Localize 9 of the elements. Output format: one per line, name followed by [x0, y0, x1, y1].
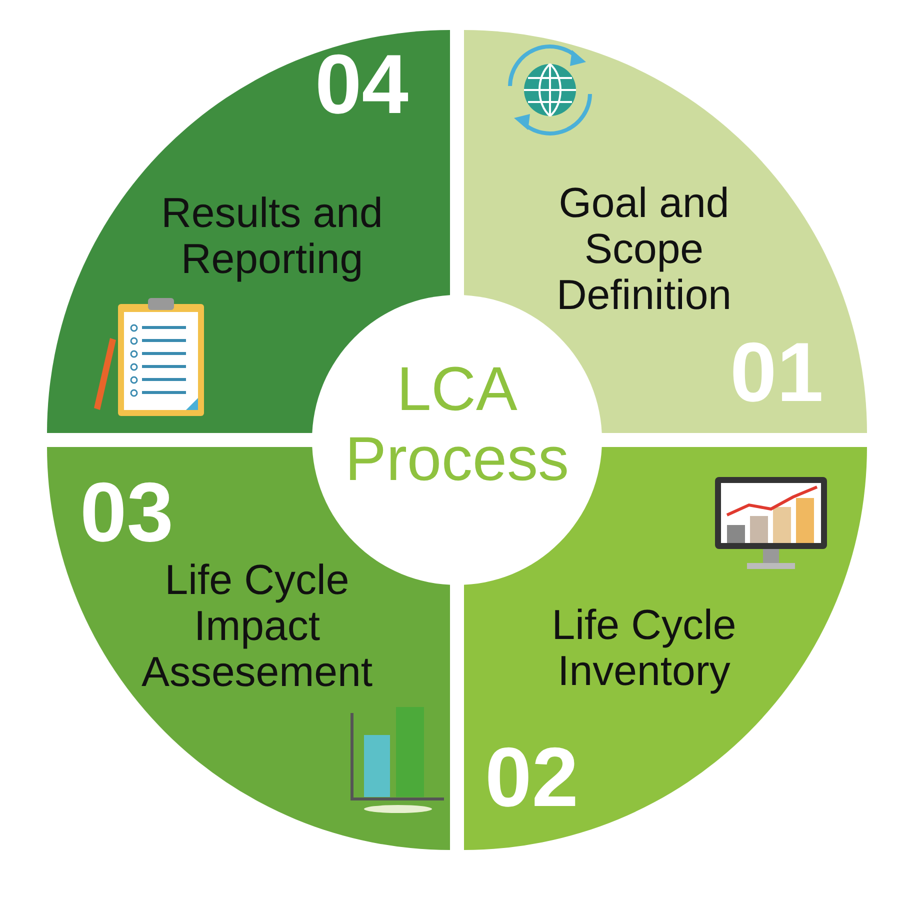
- step-number: 04: [315, 42, 408, 126]
- step-title: Goal and Scope Definition: [555, 180, 733, 318]
- step-number: 03: [80, 470, 174, 554]
- center-title: LCA Process: [344, 355, 570, 495]
- step-title: Results and Reporting: [160, 190, 384, 282]
- step-number: 01: [730, 330, 824, 414]
- step-number: 02: [485, 735, 578, 819]
- step-title: Life Cycle Impact Assesement: [140, 557, 374, 695]
- step-title: Life Cycle Inventory: [550, 602, 738, 694]
